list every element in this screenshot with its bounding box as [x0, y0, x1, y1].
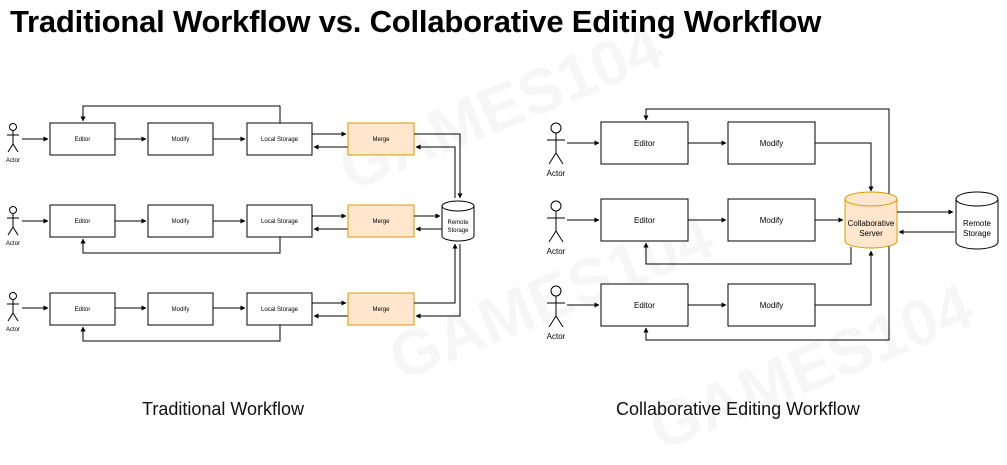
trad-remote-storage: Remote Storage [441, 200, 475, 242]
trad-editor-label: Editor [75, 219, 91, 225]
collab-server-label: Server [859, 229, 883, 238]
collab-actor-label: Actor [547, 169, 566, 178]
trad-merge-box [347, 122, 415, 156]
trad-to-remote-arrow [414, 133, 463, 199]
trad-local-storage-label: Local Storage [261, 307, 299, 313]
traditional-caption: Traditional Workflow [142, 399, 305, 419]
collab-modify-box [727, 121, 816, 165]
trad-editor-label: Editor [75, 137, 91, 143]
trad-from-remote-arrow [415, 244, 461, 319]
trad-modify-box [147, 122, 214, 156]
collab-server-feedback-arrow [643, 242, 852, 265]
trad-merge-box [347, 204, 415, 238]
collab-to-server-arrow [815, 142, 874, 192]
trad-editor-box [49, 292, 116, 326]
trad-local-storage-label: Local Storage [261, 219, 299, 225]
trad-modify-box [147, 292, 214, 326]
trad-feedback-arrow [80, 325, 281, 342]
collab-remote-label: Remote [963, 219, 992, 228]
collab-row-3: Actor Editor Modify [547, 238, 890, 341]
trad-feedback-arrow [80, 105, 281, 123]
trad-actor-1 [7, 123, 19, 153]
collab-remote-label: Storage [963, 229, 992, 238]
trad-row-1: Actor Editor Modify Local Storage Merge [6, 105, 463, 199]
collab-row-1: Actor Editor Modify [547, 108, 890, 202]
trad-local-storage-box [246, 292, 313, 326]
collaborative-caption: Collaborative Editing Workflow [616, 399, 860, 419]
collab-actor-2 [547, 200, 565, 243]
trad-actor-2 [7, 206, 19, 236]
trad-from-remote-arrow [415, 144, 456, 198]
trad-modify-label: Modify [172, 219, 190, 225]
slide-title: Traditional Workflow vs. Collaborative E… [10, 4, 822, 39]
trad-feedback-arrow [80, 237, 281, 254]
trad-merge-label: Merge [372, 307, 390, 313]
trad-merge-box [347, 292, 415, 326]
workflow-diagram: Actor Editor Modify Local Storage Merge [6, 105, 999, 342]
trad-actor-3 [7, 292, 19, 322]
collaborative-server: Collaborative Server [844, 191, 898, 249]
collab-server-feedback-arrow [643, 108, 890, 202]
trad-modify-label: Modify [172, 137, 190, 143]
trad-editor-box [49, 204, 116, 238]
trad-modify-label: Modify [172, 307, 190, 313]
collab-server-label: Collaborative [848, 219, 895, 228]
trad-row-3: Actor Editor Modify Local Storage Merge [6, 243, 461, 342]
collab-row-2: Actor Editor Modify [547, 198, 852, 265]
trad-modify-box [147, 204, 214, 238]
collab-to-server-arrow [815, 250, 874, 306]
collab-actor-1 [547, 122, 565, 165]
collab-remote-storage: Remote Storage [955, 191, 999, 250]
collab-editor-label: Editor [634, 301, 655, 310]
trad-editor-box [49, 122, 116, 156]
trad-remote-label: Remote [447, 220, 469, 226]
trad-actor-label: Actor [6, 158, 20, 164]
trad-merge-label: Merge [372, 137, 390, 143]
trad-actor-label: Actor [6, 241, 20, 247]
collab-server-feedback-arrow [643, 238, 890, 341]
collab-actor-label: Actor [547, 247, 566, 256]
collab-editor-box [600, 121, 689, 165]
trad-to-remote-arrow [414, 243, 458, 304]
collab-modify-label: Modify [760, 301, 784, 310]
collab-modify-box [727, 283, 816, 327]
collaborative-diagram: Actor Editor Modify Actor Editor [547, 108, 999, 341]
collab-modify-label: Modify [760, 216, 784, 225]
collab-editor-label: Editor [634, 216, 655, 225]
collab-modify-label: Modify [760, 139, 784, 148]
collab-actor-3 [547, 285, 565, 328]
traditional-diagram: Actor Editor Modify Local Storage Merge [6, 105, 475, 342]
trad-row-2: Actor Editor Modify Local Storage Merge [6, 204, 442, 254]
collab-editor-label: Editor [634, 139, 655, 148]
trad-actor-label: Actor [6, 327, 20, 333]
trad-local-storage-label: Local Storage [261, 137, 299, 143]
trad-local-storage-box [246, 122, 313, 156]
collab-modify-box [727, 198, 816, 242]
collab-actor-label: Actor [547, 332, 566, 341]
trad-remote-label: Storage [447, 228, 469, 234]
trad-editor-label: Editor [75, 307, 91, 313]
trad-merge-label: Merge [372, 219, 390, 225]
